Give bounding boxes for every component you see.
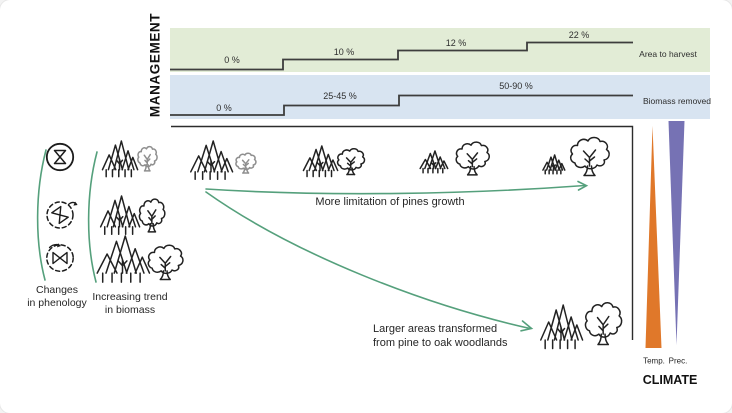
caption-line: in phenology xyxy=(27,297,87,309)
pines-icon xyxy=(419,150,448,173)
oak-icon xyxy=(235,153,257,174)
succession-stage-4 xyxy=(542,137,610,176)
shifted-timing-icon xyxy=(46,201,78,229)
pines-growth-annotation: More limitation of pines growth xyxy=(315,196,465,208)
area-step-label-3: 22 % xyxy=(568,29,590,40)
oak-icon xyxy=(455,141,490,176)
area-step-label-1: 10 % xyxy=(333,46,355,57)
succession-stage-3 xyxy=(419,141,490,176)
transformation-annotation: Larger areas transformed from pine to oa… xyxy=(373,323,508,350)
pines-icon xyxy=(540,304,583,349)
area-harvest-step-line xyxy=(170,41,633,71)
area-step-label-2: 12 % xyxy=(445,38,467,48)
caption-line: Changes xyxy=(35,284,79,296)
increasing-biomass-caption: Increasing trend in biomass xyxy=(92,291,167,317)
pines-icon xyxy=(542,154,565,174)
oak-icon xyxy=(139,198,166,233)
management-section-label: MANAGEMENT xyxy=(147,12,163,118)
annotation-line: Larger areas transformed xyxy=(373,323,498,335)
pines-icon xyxy=(190,140,233,180)
biomass-step-label-2: 50-90 % xyxy=(499,80,533,91)
temp-triangle-icon xyxy=(645,126,662,348)
oak-icon xyxy=(147,244,184,280)
succession-stage-2 xyxy=(303,145,365,177)
pines-icon xyxy=(303,145,338,177)
pines-icon xyxy=(102,140,138,177)
prec-triangle-icon xyxy=(668,121,685,345)
oak-icon xyxy=(585,302,623,345)
caption-line: Increasing trend xyxy=(92,291,168,303)
climate-section-label: CLIMATE xyxy=(642,373,698,387)
oak-icon xyxy=(337,148,365,175)
biomass-trend-row-3 xyxy=(96,235,184,283)
biomass-removed-label: Biomass removed xyxy=(642,96,712,106)
pines-icon xyxy=(100,195,140,235)
oak-icon xyxy=(570,137,610,176)
biomass-brace xyxy=(87,151,98,283)
biomass-step-label-0: 0 % xyxy=(216,103,232,113)
phenology-brace xyxy=(36,149,47,281)
biomass-removed-step-line xyxy=(170,94,633,116)
pines-icon xyxy=(96,235,150,283)
temp-label: Temp. xyxy=(643,356,665,366)
transformation-arrow xyxy=(205,191,534,332)
oak-woodland-group xyxy=(540,302,623,349)
pines-growth-arrow xyxy=(205,180,589,195)
succession-stage-1 xyxy=(190,140,257,180)
oak-icon xyxy=(137,146,158,172)
annotation-line: from pine to oak woodlands xyxy=(373,336,508,349)
caption-line: in biomass xyxy=(104,304,156,316)
biomass-step-label-1: 25-45 % xyxy=(323,90,357,101)
hourglass-icon xyxy=(45,142,75,172)
biomass-removed-band xyxy=(170,75,710,119)
prec-label: Prec. xyxy=(668,356,688,366)
content-box-border xyxy=(171,125,634,340)
area-to-harvest-label: Area to harvest xyxy=(639,49,697,59)
biomass-trend-row-1 xyxy=(102,140,158,177)
area-step-label-0: 0 % xyxy=(224,55,240,65)
biomass-trend-row-2 xyxy=(100,195,166,235)
changes-phenology-caption: Changes in phenology xyxy=(27,284,87,310)
cycle-change-icon xyxy=(46,243,74,272)
